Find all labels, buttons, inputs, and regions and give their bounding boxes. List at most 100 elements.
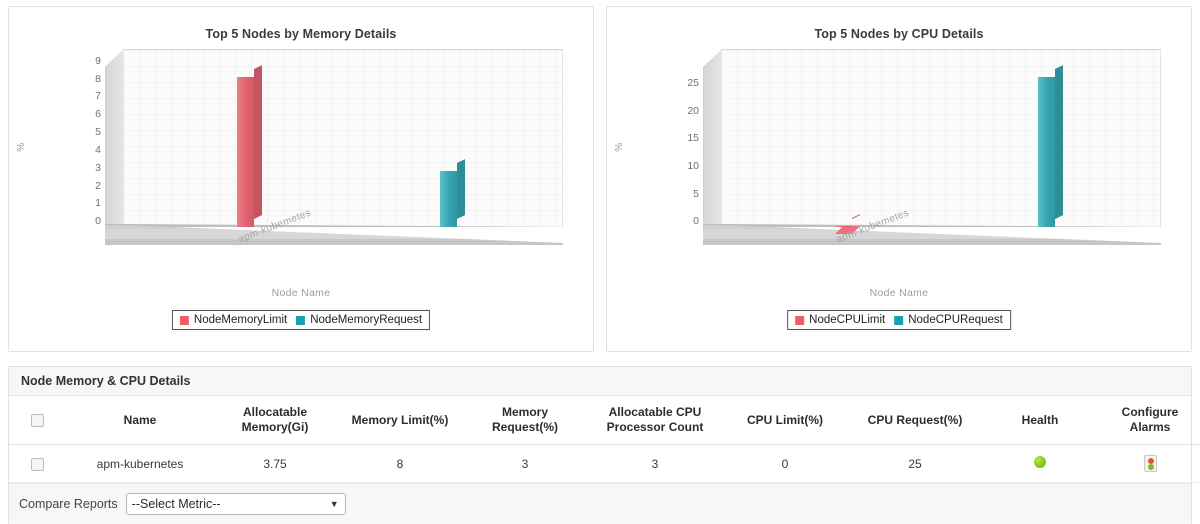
bar-front-face	[237, 77, 255, 227]
legend-label: NodeMemoryLimit	[193, 314, 288, 326]
cpu-chart-legend: NodeCPULimit NodeCPURequest	[787, 310, 1011, 330]
legend-item-node-cpu-limit[interactable]: NodeCPULimit	[795, 314, 885, 326]
card-title: Node Memory & CPU Details	[9, 367, 1191, 396]
legend-item-node-cpu-request[interactable]: NodeCPURequest	[894, 314, 1003, 326]
legend-item-node-memory-request[interactable]: NodeMemoryRequest	[296, 314, 422, 326]
column-header-cpu-request[interactable]: CPU Request(%)	[845, 396, 985, 445]
bar-node-cpu-limit[interactable]	[835, 214, 861, 234]
alarm-green-light	[1147, 464, 1154, 470]
bar-side-face	[456, 159, 465, 219]
y-tick: 0	[693, 215, 699, 228]
legend-swatch-icon	[179, 315, 189, 325]
column-header-name[interactable]: Name	[65, 396, 215, 445]
header-line-2: Processor Count	[606, 420, 704, 434]
memory-bars	[123, 49, 563, 227]
header-line-2: Memory(Gi)	[241, 420, 309, 434]
plot-floor-edge	[105, 224, 563, 227]
plot-floor	[703, 225, 1161, 245]
traffic-light-alarm-icon[interactable]	[1143, 455, 1157, 472]
metric-select[interactable]: --Select Metric--	[125, 493, 346, 515]
column-header-allocatable-cpu[interactable]: Allocatable CPU Processor Count	[585, 396, 725, 445]
cell-health	[985, 444, 1095, 483]
y-tick: 1	[95, 197, 101, 210]
y-tick: 0	[95, 215, 101, 228]
compare-reports-bar: Compare Reports --Select Metric-- ▼	[9, 483, 1191, 524]
cell-allocatable-cpu: 3	[585, 444, 725, 483]
y-tick: 5	[95, 126, 101, 139]
compare-reports-label: Compare Reports	[19, 497, 118, 511]
memory-chart-title: Top 5 Nodes by Memory Details	[205, 27, 397, 41]
row-checkbox[interactable]	[30, 457, 44, 471]
health-status-icon	[1034, 456, 1046, 468]
table-body: apm-kubernetes 3.75 8 3 3 0 25	[9, 444, 1200, 483]
header-line-1: Memory	[501, 405, 548, 419]
header-line-1: Allocatable CPU	[608, 405, 702, 419]
node-details-card: Node Memory & CPU Details Name Allocatab…	[8, 366, 1200, 524]
plot-floor	[105, 225, 563, 245]
bar-side-face	[254, 65, 263, 219]
column-header-cpu-limit[interactable]: CPU Limit(%)	[725, 396, 845, 445]
y-tick: 8	[95, 72, 101, 85]
y-tick: 5	[693, 187, 699, 200]
bar-side-face	[852, 214, 861, 219]
bar-front-face	[835, 225, 853, 227]
cpu-chart-title: Top 5 Nodes by CPU Details	[814, 27, 984, 41]
cell-node-name: apm-kubernetes	[65, 444, 215, 483]
plot-back-wall	[123, 49, 563, 227]
y-tick: 6	[95, 108, 101, 121]
table-head: Name Allocatable Memory(Gi) Memory Limit…	[9, 396, 1200, 445]
column-header-memory-request[interactable]: Memory Request(%)	[465, 396, 585, 445]
memory-y-axis: 9 8 7 6 5 4 3 2 1 0	[71, 49, 101, 245]
legend-item-node-memory-limit[interactable]: NodeMemoryLimit	[179, 314, 288, 326]
memory-y-axis-label: %	[16, 142, 28, 152]
y-tick: 9	[95, 54, 101, 67]
bar-node-memory-limit[interactable]	[237, 65, 263, 227]
bar-node-cpu-request[interactable]	[1037, 65, 1063, 227]
y-tick: 3	[95, 161, 101, 174]
cpu-x-axis-label: Node Name	[869, 287, 929, 299]
bar-front-face	[439, 170, 457, 227]
y-tick: 2	[95, 179, 101, 192]
y-tick: 25	[687, 77, 699, 90]
cpu-y-axis: 25 20 15 10 5 0	[669, 49, 699, 245]
plot-left-wall	[105, 49, 124, 227]
cpu-bars	[721, 49, 1161, 234]
plot-left-wall	[703, 49, 722, 227]
charts-row: Top 5 Nodes by Memory Details % 9 8 7 6 …	[8, 6, 1192, 352]
cell-memory-request: 3	[465, 444, 585, 483]
plot-back-wall	[721, 49, 1161, 227]
plot-floor-edge	[703, 224, 1161, 227]
column-header-health[interactable]: Health	[985, 396, 1095, 445]
cell-cpu-limit: 0	[725, 444, 845, 483]
legend-swatch-icon	[296, 315, 306, 325]
select-all-checkbox[interactable]	[30, 413, 44, 427]
memory-plot-wrap: % 9 8 7 6 5 4 3 2 1 0	[9, 49, 593, 245]
bar-side-face	[1054, 65, 1063, 219]
y-tick: 10	[687, 159, 699, 172]
cpu-plot-wrap: % 25 20 15 10 5 0	[607, 49, 1191, 245]
table-row[interactable]: apm-kubernetes 3.75 8 3 3 0 25	[9, 444, 1200, 483]
table-header-row: Name Allocatable Memory(Gi) Memory Limit…	[9, 396, 1200, 445]
cell-allocatable-memory: 3.75	[215, 444, 335, 483]
bar-front-face	[1037, 77, 1055, 227]
memory-x-axis-label: Node Name	[271, 287, 331, 299]
cell-cpu-request: 25	[845, 444, 985, 483]
column-header-configure-alarms[interactable]: Configure Alarms	[1095, 396, 1200, 445]
column-header-memory-limit[interactable]: Memory Limit(%)	[335, 396, 465, 445]
column-header-allocatable-memory[interactable]: Allocatable Memory(Gi)	[215, 396, 335, 445]
metric-select-wrap: --Select Metric-- ▼	[125, 493, 346, 515]
cell-memory-limit: 8	[335, 444, 465, 483]
legend-label: NodeCPURequest	[908, 314, 1003, 326]
cell-configure-alarms	[1095, 444, 1200, 483]
legend-label: NodeMemoryRequest	[310, 314, 423, 326]
legend-swatch-icon	[795, 315, 805, 325]
row-select-cell	[9, 444, 65, 483]
bar-node-memory-request[interactable]	[439, 159, 465, 227]
cpu-plot-3d	[703, 49, 1161, 245]
cpu-chart-panel: Top 5 Nodes by CPU Details % 25 20 15 10…	[606, 6, 1192, 352]
legend-label: NodeCPULimit	[809, 314, 886, 326]
memory-chart-legend: NodeMemoryLimit NodeMemoryRequest	[171, 310, 431, 330]
y-tick: 15	[687, 132, 699, 145]
y-tick: 20	[687, 104, 699, 117]
